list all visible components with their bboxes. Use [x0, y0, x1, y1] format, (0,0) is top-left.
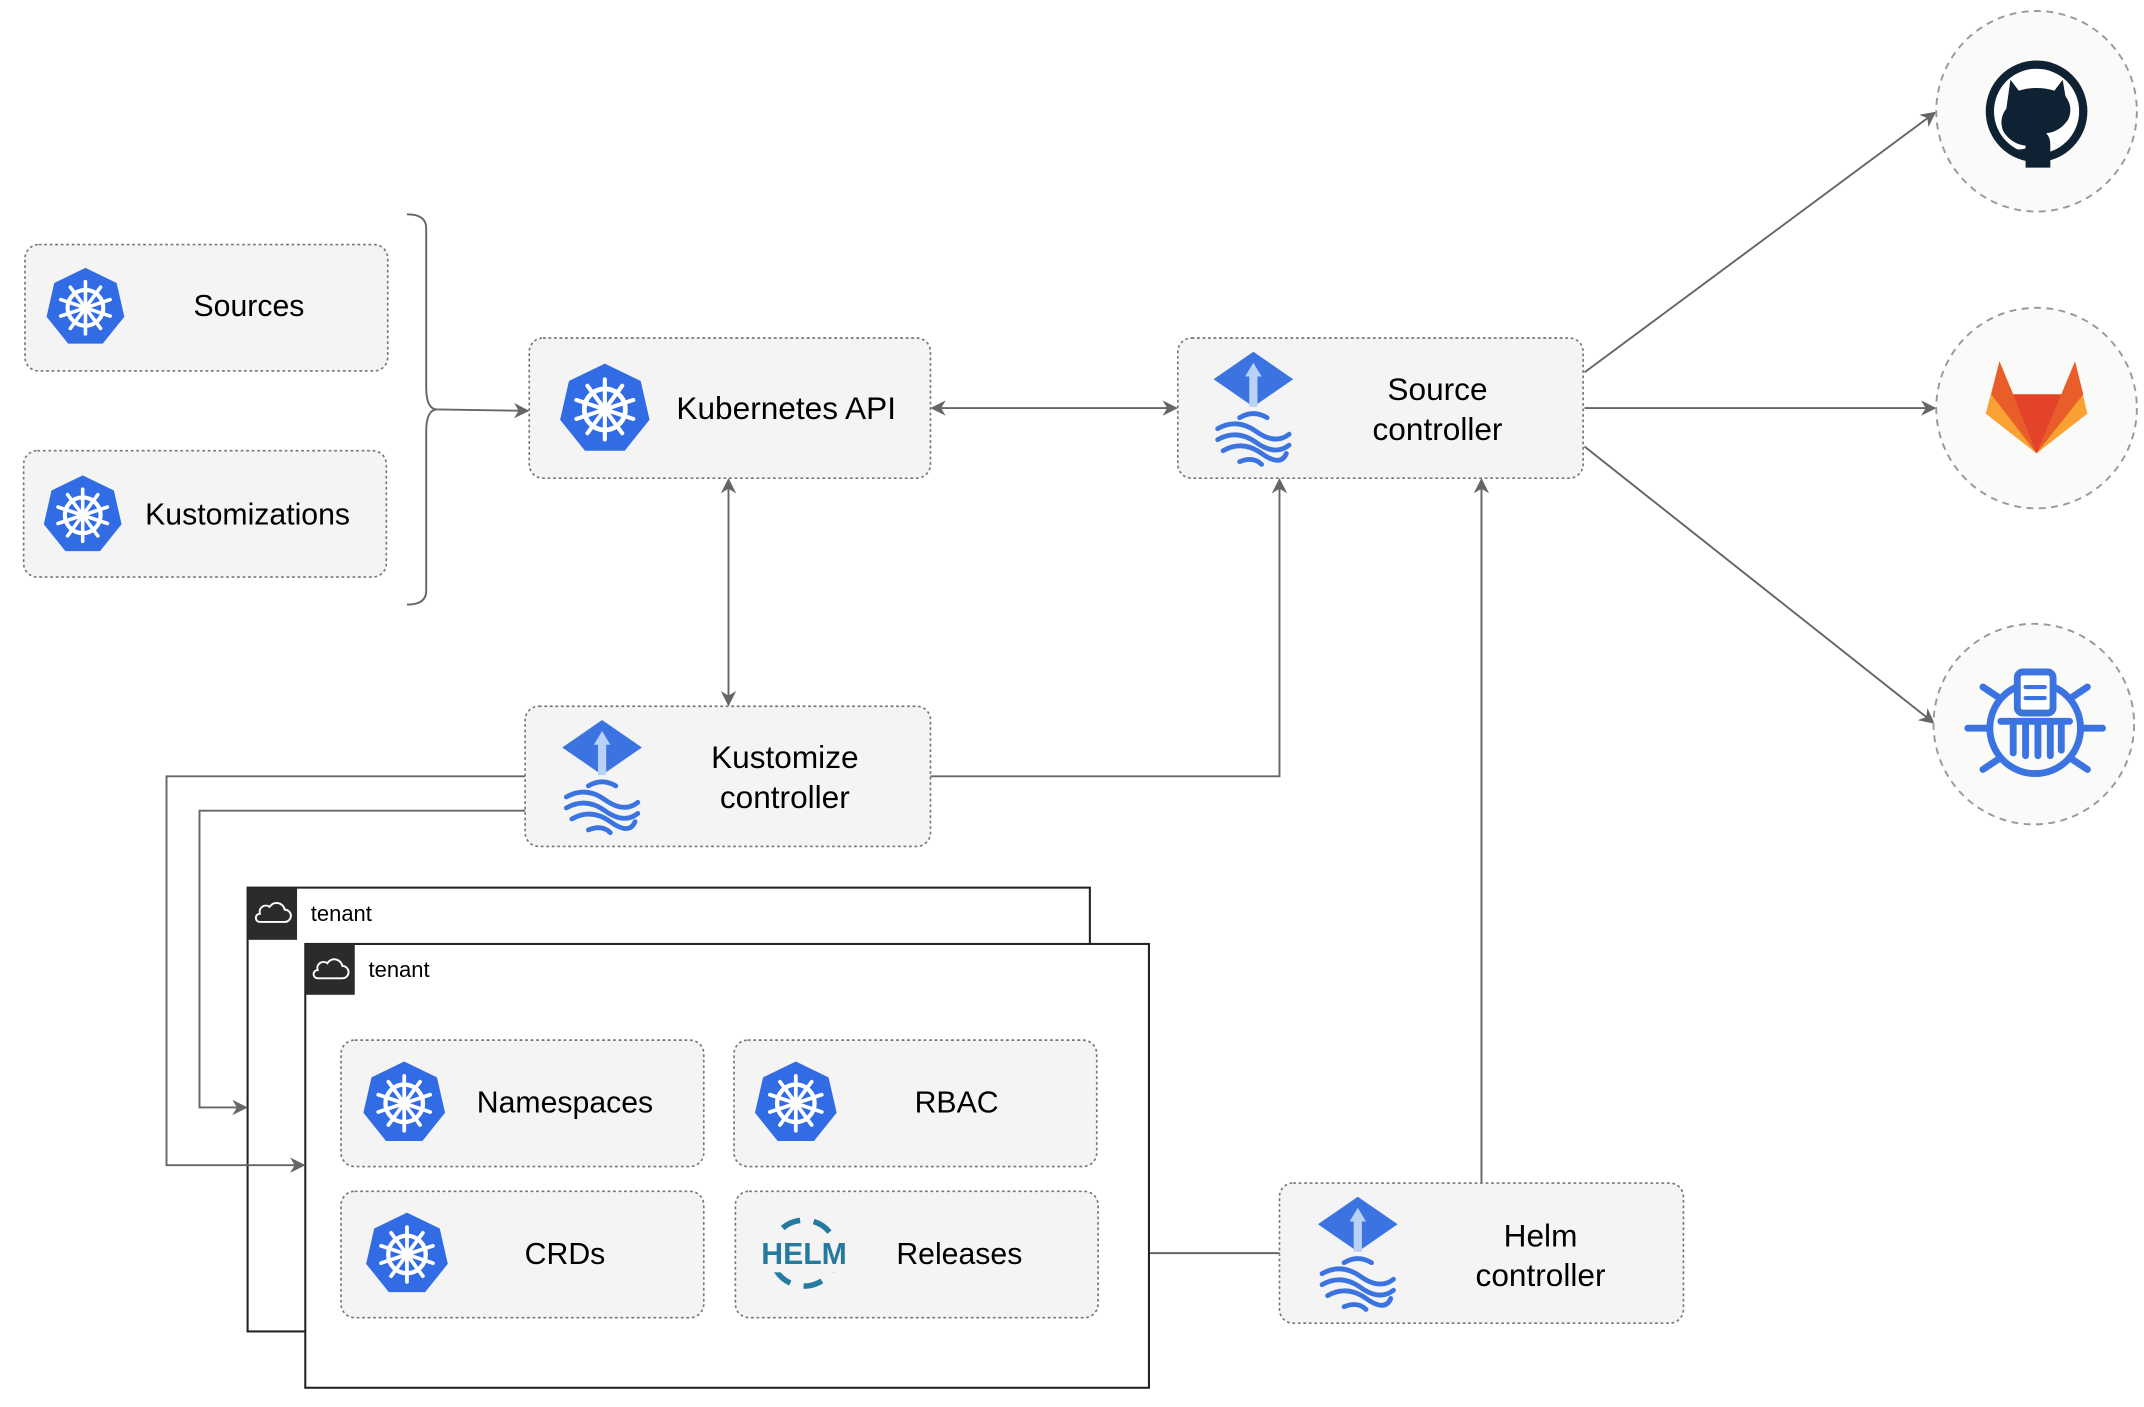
node-sources[interactable]: Sources — [24, 243, 389, 372]
helm-icon: HELM — [757, 1217, 851, 1289]
node-label: Kustomize — [711, 739, 858, 775]
node-label: RBAC — [915, 1087, 999, 1120]
node-helm-controller[interactable]: Helm controller — [1278, 1182, 1685, 1325]
node-label: Releases — [896, 1238, 1022, 1271]
node-rbac[interactable]: RBAC — [733, 1039, 1098, 1168]
github-source[interactable] — [1935, 10, 2138, 213]
edge-source-to-helm-repo — [1583, 445, 1935, 724]
node-label: controller — [1373, 411, 1503, 447]
node-releases[interactable]: HELM Releases — [734, 1190, 1099, 1319]
node-source-controller[interactable]: Source controller — [1176, 337, 1584, 479]
node-crds[interactable]: CRDs — [340, 1190, 705, 1319]
edges — [406, 111, 1937, 1261]
edge-kustomize-to-tenant-front — [165, 775, 526, 1173]
node-kustomize-controller[interactable]: Kustomize controller — [524, 705, 932, 848]
helm-repository-source[interactable] — [1932, 622, 2136, 826]
edge-kustomize-to-tenant-back — [198, 809, 526, 1116]
node-label: Kustomizations — [145, 499, 350, 532]
node-label: CRDs — [525, 1238, 606, 1271]
node-label: Helm — [1504, 1217, 1578, 1253]
helm-logo-text: HELM — [761, 1238, 847, 1271]
github-icon — [1985, 60, 2088, 168]
gitlab-source[interactable] — [1935, 306, 2138, 510]
tenant-label: tenant — [369, 957, 430, 982]
cloud-icon — [247, 887, 298, 940]
node-kustomizations[interactable]: Kustomizations — [22, 449, 388, 578]
edge-kustomize-to-source — [930, 477, 1288, 778]
node-label: Source — [1387, 371, 1487, 407]
brace — [406, 213, 438, 606]
tenant-label: tenant — [311, 901, 372, 926]
node-label: Namespaces — [477, 1087, 653, 1120]
node-label: controller — [1476, 1257, 1606, 1293]
node-namespaces[interactable]: Namespaces — [340, 1039, 705, 1168]
gitlab-icon — [1985, 361, 2088, 454]
node-label: Sources — [194, 290, 305, 323]
node-kubernetes-api[interactable]: Kubernetes API — [528, 337, 932, 479]
node-label: Kubernetes API — [676, 390, 896, 426]
cloud-icon — [305, 943, 355, 995]
edge-crds-to-k8s-api — [437, 402, 530, 419]
helm-repository-icon — [1964, 668, 2106, 778]
edge-source-to-github — [1583, 111, 1937, 374]
node-label: controller — [720, 779, 850, 815]
